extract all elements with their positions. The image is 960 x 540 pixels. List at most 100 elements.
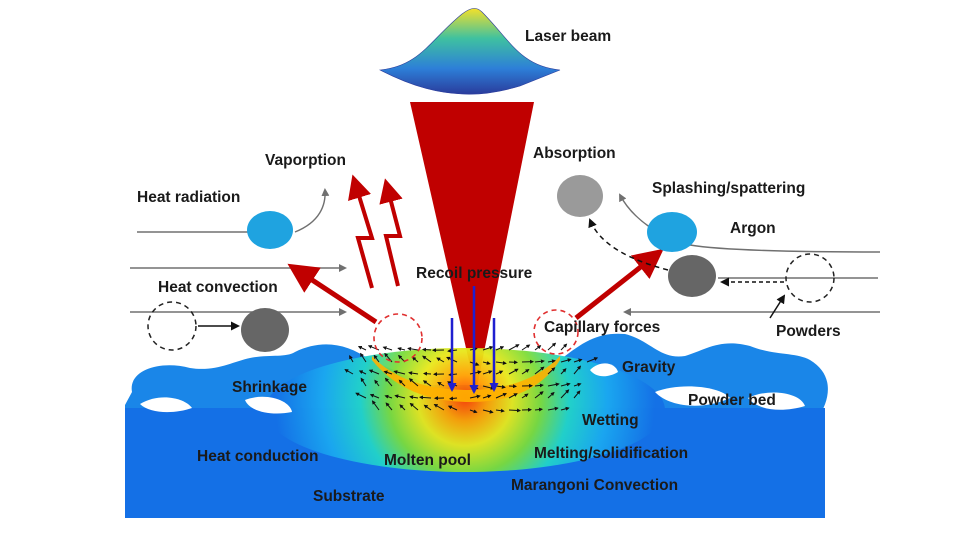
flow-vector [373, 354, 380, 363]
flow-vector [437, 381, 445, 387]
flow-vector [344, 369, 354, 375]
flow-vector [360, 352, 367, 363]
spatter-particle [557, 175, 603, 217]
convection-arrow-left [287, 263, 378, 325]
capillary-zone-left [373, 313, 423, 363]
flow-vector [560, 358, 572, 363]
flow-vector [560, 343, 568, 351]
label-molten-pool: Molten pool [384, 452, 471, 469]
flow-vector [469, 370, 482, 375]
flow-vector [547, 391, 555, 399]
flow-vector [534, 345, 542, 351]
flow-vector [469, 394, 481, 399]
flow-vector [586, 357, 599, 363]
flow-vector [534, 407, 543, 412]
flow-vector [408, 378, 419, 387]
label-vaporption: Vaporption [265, 152, 346, 169]
label-splashing: Splashing/spattering [652, 180, 805, 197]
flow-vector [521, 369, 530, 375]
flow-vector [508, 368, 519, 375]
flow-vector [469, 409, 478, 414]
flow-vector [423, 371, 432, 376]
flow-vector [495, 370, 504, 375]
flow-vector [371, 400, 380, 411]
flow-vector [495, 408, 505, 413]
convection-arrow-right [574, 248, 664, 320]
flow-vector [374, 379, 380, 387]
label-recoil-pressure: Recoil pressure [416, 265, 533, 282]
powder-particle-right [668, 255, 716, 297]
flow-vector [384, 352, 393, 363]
flow-vector [508, 344, 520, 351]
flow-vector [447, 405, 458, 411]
heat-affected-zone [265, 348, 665, 472]
flow-vector [394, 394, 406, 399]
label-wetting: Wetting [582, 412, 639, 429]
label-substrate: Substrate [313, 488, 385, 505]
label-heat-conduction: Heat conduction [197, 448, 318, 465]
powder-particle-left [241, 308, 289, 352]
flow-vector [495, 346, 505, 351]
label-capillary-forces: Capillary forces [544, 319, 660, 336]
flow-vector [349, 355, 354, 363]
flow-vector [573, 382, 582, 387]
spatter-trajectory-arrow [588, 218, 669, 271]
flow-vector [547, 382, 560, 387]
label-marangoni: Marangoni Convection [511, 477, 678, 494]
flow-vector [521, 344, 531, 351]
flow-vector [384, 394, 393, 399]
flow-vector [573, 365, 582, 375]
flow-vector [357, 346, 367, 351]
label-heat-radiation: Heat radiation [137, 189, 240, 206]
flow-vector [495, 360, 507, 365]
flow-vector [423, 404, 432, 411]
flow-vector [547, 406, 559, 411]
label-powders: Powders [776, 323, 841, 340]
label-shrinkage: Shrinkage [232, 379, 307, 396]
flow-vector [534, 383, 544, 388]
flow-vector [355, 392, 367, 399]
flow-vector [411, 356, 419, 363]
flow-vector [534, 359, 545, 364]
flow-vector [360, 377, 367, 387]
flow-vector [409, 402, 419, 411]
flow-vector [547, 359, 556, 364]
flow-vector [408, 371, 419, 376]
flow-vector [397, 347, 406, 351]
flow-vector [534, 391, 544, 399]
flow-vector [449, 396, 458, 401]
flow-vector [560, 389, 570, 399]
flow-vector [384, 377, 393, 387]
flow-vector [369, 393, 380, 399]
flow-vector [534, 366, 545, 375]
gaussian-beam-profile [378, 8, 561, 95]
label-argon: Argon [730, 220, 776, 237]
flow-vector [398, 379, 406, 387]
flow-vector [482, 345, 494, 351]
flow-vector [368, 369, 380, 375]
label-melting-solidification: Melting/solidification [534, 445, 688, 462]
incoming-powder-dashed-left [147, 301, 197, 351]
label-laser-beam: Laser beam [525, 28, 611, 45]
capillary-zone-right [533, 309, 579, 355]
flow-vector [560, 406, 570, 411]
flow-vector [433, 403, 445, 411]
recoil-pressure-arrows [447, 286, 499, 394]
flow-vector [419, 395, 432, 400]
flow-vector [521, 393, 529, 399]
label-absorption: Absorption [533, 145, 616, 162]
label-powder-bed: Powder bed [688, 392, 776, 409]
label-heat-convection: Heat convection [158, 279, 278, 296]
flow-vector [422, 380, 432, 387]
molten-pool-crater [372, 356, 560, 402]
flow-vector [358, 370, 367, 375]
flow-vector [482, 370, 493, 375]
gas-flow-lines [130, 188, 881, 316]
flow-vector [399, 404, 406, 411]
flow-vector [495, 392, 508, 399]
flow-vector [385, 402, 393, 411]
flow-vector [393, 370, 406, 375]
flow-vector [560, 368, 567, 375]
label-gravity: Gravity [622, 359, 676, 376]
